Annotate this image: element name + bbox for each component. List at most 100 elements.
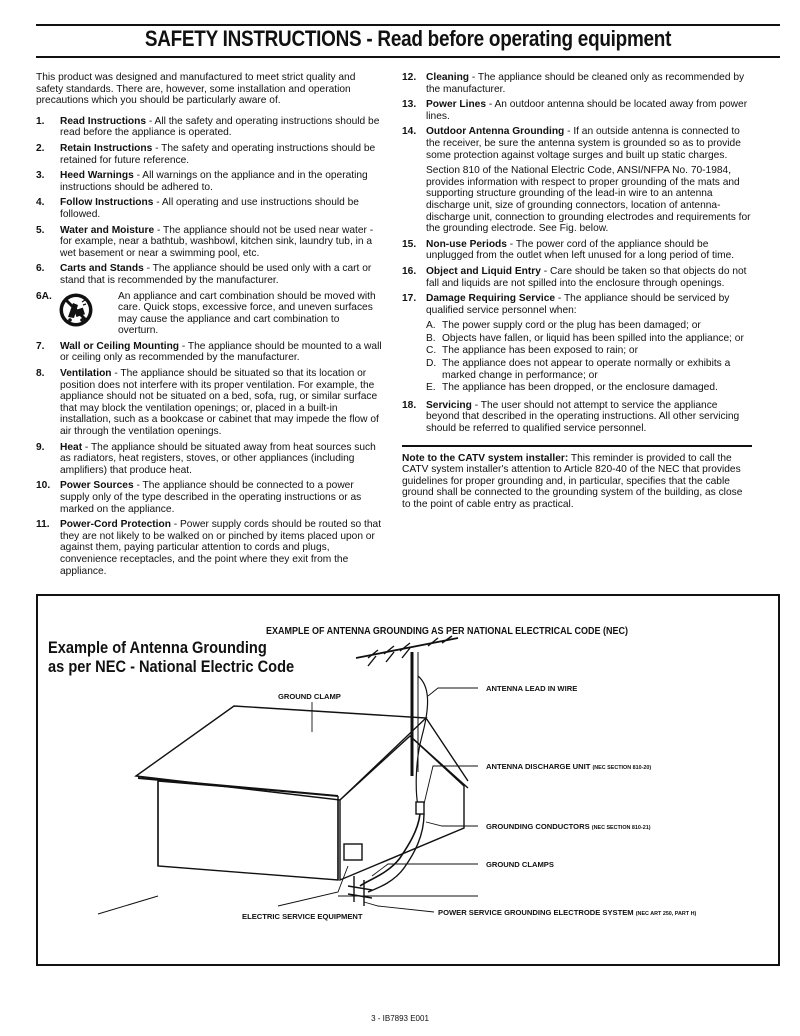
catv-note: Note to the CATV system installer: This … [402,444,752,511]
item-number: 11. [36,519,50,531]
instruction-item: 8. Ventilation - The appliance should be … [36,368,382,438]
sub-item: B. Objects have fallen, or liquid has bee… [426,333,752,345]
item-title: Wall or Ceiling Mounting [60,340,180,352]
note-text: This reminder is provided to call the CA… [402,452,743,510]
sub-text: The appliance has been exposed to rain; … [442,345,638,357]
instruction-item: 6.Carts and Stands - The appliance shoul… [36,263,382,286]
item-number: 15. [402,238,417,250]
instruction-item: 15. Non-use Periods - The power cord of t… [402,239,752,262]
item-number: 18. [402,399,417,411]
item-number: 10. [36,480,51,492]
left-column: This product was designed and manufactur… [36,72,382,581]
item-text: - Power supply cords should be routed so… [60,519,382,577]
label-ref: (NEC ART 250, PART H) [635,911,697,917]
item-text: - Care should be taken so that objects d… [426,265,747,289]
antenna-grounding-diagram: EXAMPLE OF ANTENNA GROUNDING AS PER NATI… [36,594,780,966]
item-text: - The appliance should be situated so th… [60,368,379,438]
item-text: - The power cord of the appliance should… [426,238,735,262]
sub-item: C. The appliance has been exposed to rain… [426,345,752,357]
label-grounding-electrode: POWER SERVICE GROUNDING ELECTRODE SYSTEM… [438,908,696,917]
title-rule [36,56,780,58]
instruction-item: 9. Heat - The appliance should be situate… [36,442,382,477]
item-text: - The appliance should be serviced by qu… [426,293,730,316]
item-text: - The appliance should not be used near … [60,224,374,259]
intro-text: This product was designed and manufactur… [36,72,356,107]
label-text: GROUNDING CONDUCTORS [486,822,590,831]
item-number: 7. [36,340,45,352]
instruction-item-6a: 6A. An appliance and cart combination sh… [36,291,382,337]
item-title: Non-use Periods [426,238,507,250]
item-text: - An outdoor antenna should be located a… [426,99,748,122]
sub-text: The appliance does not appear to operate… [442,358,731,381]
item-title: Object and Liquid Entry [426,265,541,277]
instruction-item: 14.Outdoor Antenna Grounding - If an out… [402,126,752,161]
item-title: Heat [60,441,83,453]
cart-tipover-warning-icon [59,293,93,326]
heading-line-2: as per NEC - National Electric Code [48,657,295,676]
item-number: 17. [402,293,417,305]
page-title: SAFETY INSTRUCTIONS - Read before operat… [144,26,672,51]
top-rule [36,24,780,26]
label-grounding-conductors: GROUNDING CONDUCTORS (NEC SECTION 810-21… [486,822,651,831]
label-ref: (NEC SECTION 810-20) [592,765,652,771]
instruction-item: 18.Servicing - The user should not attem… [402,400,752,435]
item-text: - The appliance should be situated away … [60,441,376,476]
item-number: 14. [402,126,417,138]
item-text: - The appliance should be mounted to a w… [60,340,382,364]
note-label: Note to the CATV system installer: [402,452,569,464]
label-text: ANTENNA DISCHARGE UNIT [486,762,591,771]
item-title: Servicing [426,399,472,411]
sub-item: E.The appliance has been dropped, or the… [426,382,752,394]
instruction-item: 4.Follow Instructions - All operating an… [36,197,382,220]
instruction-item: 12. Cleaning - The appliance should be cl… [402,72,752,95]
sub-letter: C. [426,345,437,357]
sub-text: Objects have fallen, or liquid has been … [442,332,744,344]
instruction-item: 1.Read Instructions - All the safety and… [36,116,382,139]
item-title: Retain Instructions [60,142,153,154]
item-text: - The appliance should be connected to a… [60,480,362,515]
sub-letter: A. [426,320,436,332]
item-number: 12. [402,72,417,83]
right-column: 12. Cleaning - The appliance should be cl… [402,72,752,511]
item-title: Heed Warnings [60,170,134,182]
item-number: 16. [402,265,417,277]
item-number: 2. [36,142,45,154]
instruction-item: 16. Object and Liquid Entry - Care should… [402,266,752,289]
instruction-item: 11.Power-Cord Protection - Power supply … [36,519,382,577]
sub-item: A. The power supply cord or the plug has … [426,320,752,332]
instruction-item: 10. Power Sources - The appliance should … [36,480,382,515]
item-text: - The appliance should be cleaned only a… [426,72,745,95]
page-footer: 3 - IB7893 E001 [371,1014,429,1023]
item14-paragraph: Section 810 of the National Electric Cod… [426,165,751,235]
sub-text: The power supply cord or the plug has be… [442,320,701,332]
item-title: Damage Requiring Service [426,293,556,305]
item-number: 3. [36,170,45,182]
label-electric-service: ELECTRIC SERVICE EQUIPMENT [242,912,363,921]
item-text: - All operating and use instructions sho… [60,197,359,220]
item-text: - All warnings on the appliance and in t… [60,170,368,193]
item-title: Ventilation [60,368,112,380]
sub-letter: B. [426,332,436,344]
label-ground-clamps: GROUND CLAMPS [486,860,554,869]
item-number: 9. [36,441,45,453]
item-text: - If an outside antenna is connected to … [426,126,741,161]
item-text: - The safety and operating instructions … [60,142,376,166]
item-number: 6. [36,263,45,275]
item-title: Power Sources [60,480,134,492]
label-ground-clamp: GROUND CLAMP [278,692,341,701]
item-title: Power Lines [426,99,487,111]
instruction-item: 13.Power Lines - An outdoor antenna shou… [402,99,752,122]
item-number: 8. [36,368,45,380]
label-antenna-lead-in: ANTENNA LEAD IN WIRE [486,684,578,693]
instruction-item: 17. Damage Requiring Service - The applia… [402,293,752,316]
item-number: 6A. [36,290,52,302]
instruction-item: 7. Wall or Ceiling Mounting - The applian… [36,341,382,364]
item-number: 5. [36,224,45,236]
item-text: - The appliance should be used only with… [60,263,372,286]
item-title: Cleaning [426,72,470,83]
instruction-item: 2. Retain Instructions - The safety and o… [36,143,382,166]
item-text: An appliance and cart combination should… [118,290,376,337]
item-title: Read Instructions [60,115,147,127]
item-number: 4. [36,197,45,209]
item-text: - All the safety and operating instructi… [60,115,380,139]
